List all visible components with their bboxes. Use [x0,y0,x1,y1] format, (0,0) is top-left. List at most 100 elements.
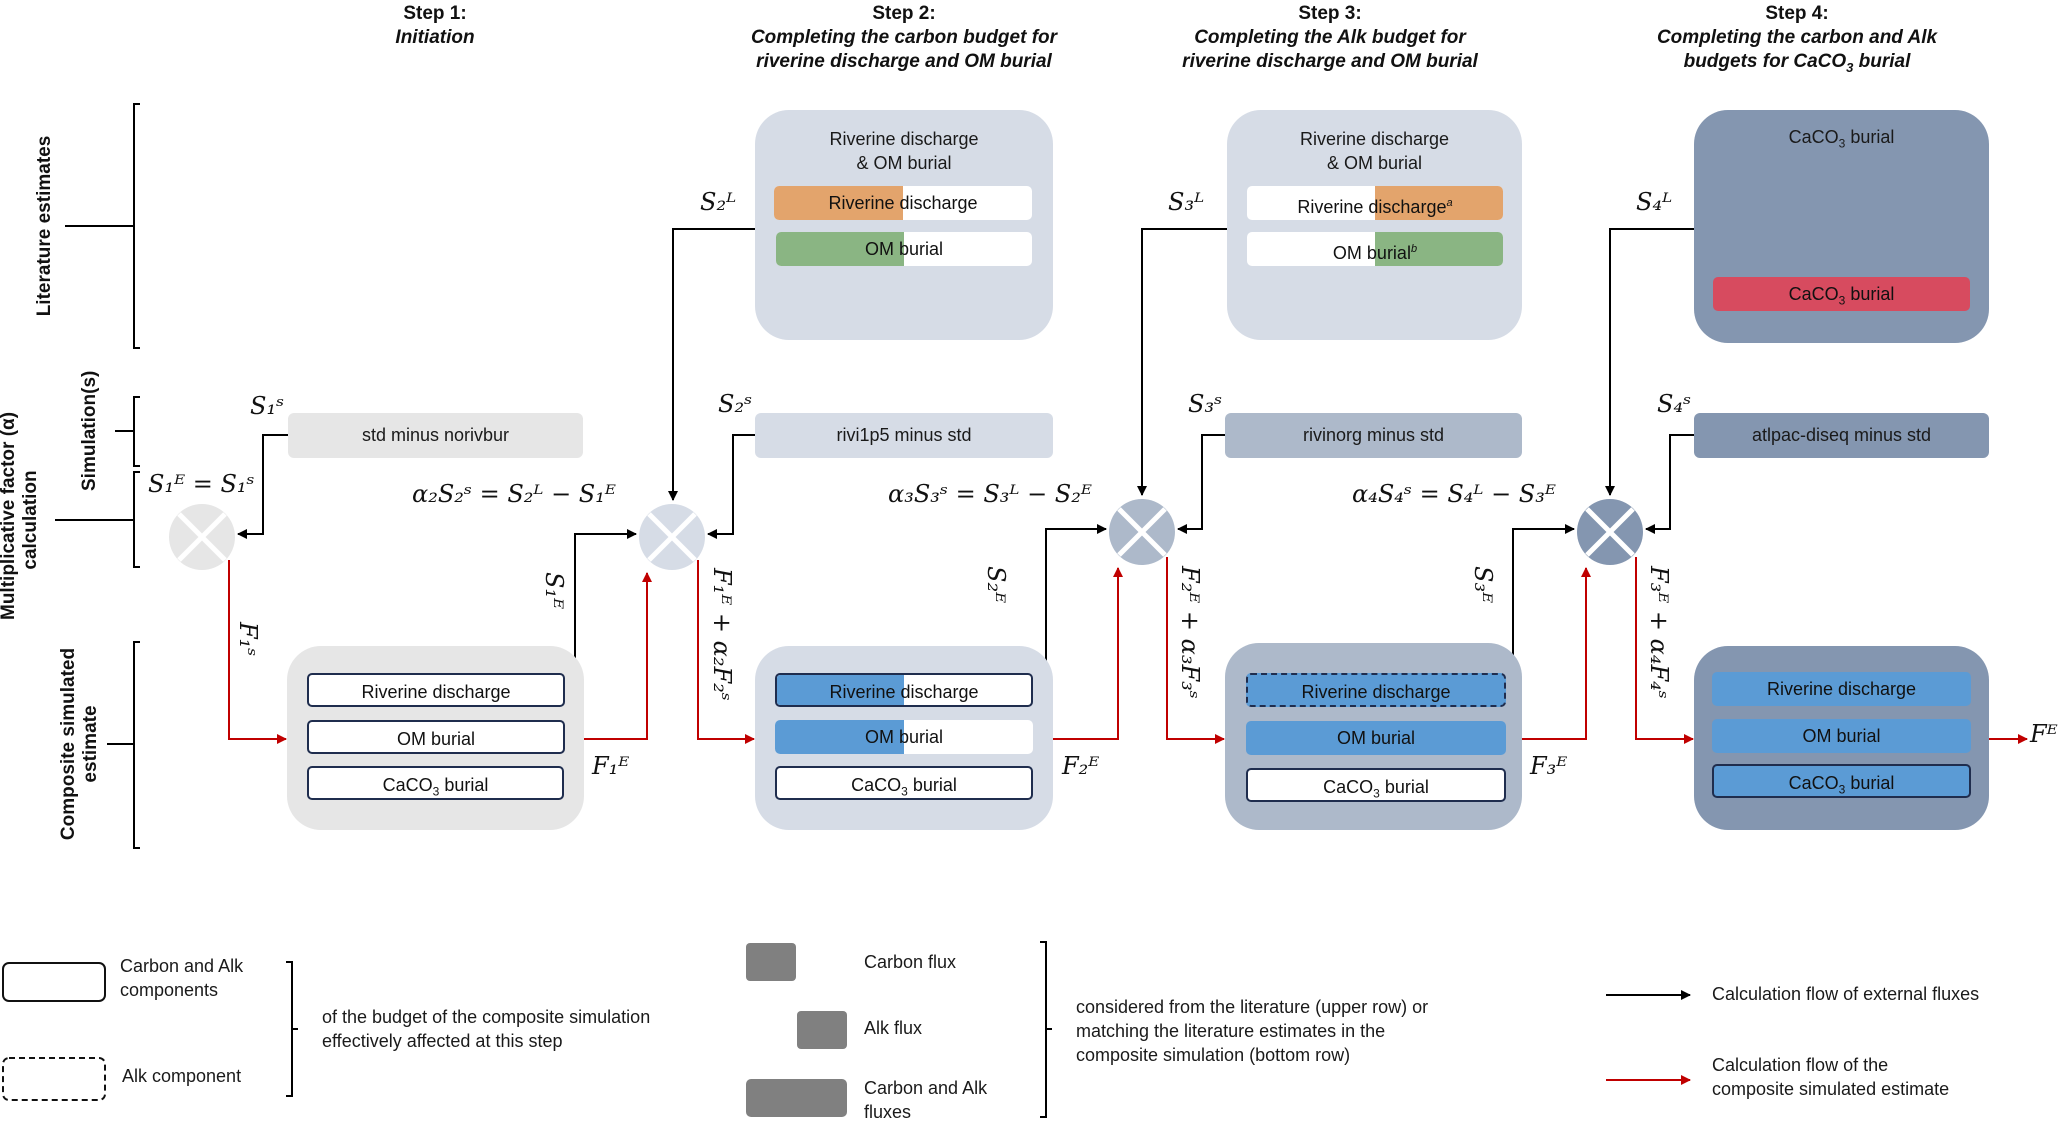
legend-alk-component-label: Alk component [122,1066,242,1086]
step-2-subtitle-line1: Completing the carbon budget for [750,27,1058,48]
equation-step1: S₁ᴱ = S₁ˢ [148,470,255,498]
simulation-box-step2: rivi1p5 minus std [755,413,1053,458]
label-s1e: S₁ᴱ [540,572,568,610]
legend-carbon-flux-label: Carbon flux [864,952,957,972]
arrow-f2e [1053,567,1123,740]
literature-box-step3-title-line2: & OM burial [1326,153,1423,173]
legend-alk-flux-swatch [797,1011,847,1049]
label-f1s: F₁ˢ [234,622,262,657]
composite-bar-caco3-burial: CaCO3 burial [1712,764,1971,798]
label-s3l: S₃ᴸ [1168,188,1205,216]
step-4-subtitle-line2: budgets for CaCO3 burial [1683,51,1911,75]
step-4-header: Step 4: Completing the carbon and Alk bu… [1587,2,2007,80]
arrow-flow4 [1635,557,1694,744]
arrow-s4l [1605,228,1694,496]
step-1-header: Step 1: Initiation [225,2,645,50]
composite-bar-caco3-burial: CaCO3 burial [307,766,564,800]
label-flow3: F₂ᴱ + α₃F₃ˢ [1176,566,1204,699]
label-fe: Fᴱ [2030,720,2058,748]
step-2-header: Step 2: Completing the carbon budget for… [694,2,1114,74]
composite-bar-om-burial: OM burial [1712,719,1971,753]
arrow-s1s [237,434,288,539]
literature-box-step3-title-line1: Riverine discharge [1299,129,1450,149]
label-s2s: S₂ˢ [718,390,753,418]
label-f1e: F₁ᴱ [592,752,630,780]
label-s1s: S₁ˢ [250,392,285,420]
literature-bar-riverine-discharge: Riverine discharge [774,186,1032,220]
label-s2l: S₂ᴸ [700,188,737,216]
arrow-s4s [1645,434,1694,534]
legend-bracket-1 [286,961,298,1097]
literature-bar-om-burial-alk: OM burialb [1247,232,1503,266]
step-3-title: Step 3: [1298,3,1362,24]
equation-step3: α₃S₃ˢ = S₃ᴸ − S₂ᴱ [888,480,1092,508]
composite-bar-riverine-discharge: Riverine discharge [307,673,565,707]
composite-bar-caco3-burial: CaCO3 burial [1246,768,1506,802]
legend-components-label: Carbon and Alk components [120,956,244,1000]
arrow-s3l [1137,228,1227,496]
carbon-flux-fill [775,720,904,754]
label-f3e: F₃ᴱ [1530,752,1568,780]
alk-flux-fill [1375,232,1503,266]
carbon-flux-fill [777,675,904,705]
label-flow2: F₁ᴱ + α₂F₂ˢ [708,568,736,701]
legend-bracket-2 [1040,941,1052,1118]
literature-bar-caco3-burial: CaCO3 burial [1713,277,1970,311]
label-f2e: F₂ᴱ [1062,752,1100,780]
composite-bar-riverine-discharge: Riverine discharge [775,673,1033,707]
step-3-header: Step 3: Completing the Alk budget for ri… [1120,2,1540,74]
combiner-circle-4 [1577,499,1643,565]
literature-box-step2-title-line2: & OM burial [856,153,952,173]
arrow-f1e [584,572,652,740]
row-label-composite-line1: Composite simulated [58,647,79,841]
row-label-simulations: Simulation(s) [79,370,100,491]
composite-bar-riverine-discharge: Riverine discharge [1246,673,1506,707]
combiner-circle-1 [169,504,235,570]
composite-box-step2: Riverine discharge OM burial CaCO3 buria… [755,646,1053,830]
label-flow4: F₃ᴱ + α₄F₄ˢ [1645,566,1673,699]
row-label-multiplicative: Multiplicative factor (α) calculation [0,412,42,620]
bracket-composite [107,641,140,849]
alk-flux-fill [1375,186,1503,220]
step-4-subtitle-line1: Completing the carbon and Alk [1656,27,1938,48]
carbon-flux-fill [776,232,904,266]
row-brackets [55,103,140,849]
label-s2e: S₂ᴱ [982,566,1010,604]
legend-considered-text: considered from the literature (upper ro… [1076,997,1429,1065]
row-label-composite-line2: estimate [80,705,101,783]
legend-solid-box [2,962,106,1002]
legend-budget-text: of the budget of the composite simulatio… [322,1007,651,1051]
arrow-s2s [707,434,755,539]
arrow-s3s [1177,434,1225,534]
legend-carbon-alk-fluxes-label: Carbon and Alk fluxes [864,1078,988,1122]
arrow-f3e [1522,567,1591,740]
legend-carbon-alk-swatch [746,1079,847,1117]
legend-dashed-box [2,1057,106,1101]
step-3-subtitle-line1: Completing the Alk budget for [1194,27,1466,48]
label-s3s: S₃ˢ [1188,390,1223,418]
step-4-title: Step 4: [1765,3,1829,24]
row-label-multiplicative-line2: calculation [20,470,41,570]
arrow-f1s [228,560,287,744]
literature-box-step3: Riverine discharge & OM burial Riverine … [1227,110,1522,340]
composite-bar-om-burial: OM burial [775,720,1033,754]
combiner-circle-2 [639,504,705,570]
arrow-s2l [668,228,755,501]
label-s3e: S₃ᴱ [1469,566,1497,604]
legend-red-arrow-label: Calculation flow of the composite simula… [1712,1055,1950,1099]
row-label-literature: Literature estimates [34,135,55,317]
step-1-subtitle: Initiation [395,27,475,48]
row-label-composite: Composite simulated estimate [58,644,102,844]
equation-step4: α₄S₄ˢ = S₄ᴸ − S₃ᴱ [1352,480,1556,508]
composite-box-step3: Riverine discharge OM burial CaCO3 buria… [1225,643,1522,830]
composite-bar-om-burial: OM burial [307,720,565,754]
simulation-box-step1: std minus norivbur [288,413,583,458]
legend-alk-flux-label: Alk flux [864,1018,923,1038]
bracket-multiplicative [55,471,140,568]
bracket-simulations [115,396,140,467]
carbon-flux-fill [774,186,903,220]
composite-bar-riverine-discharge: Riverine discharge [1712,672,1971,706]
step-2-title: Step 2: [872,3,936,24]
composite-bar-caco3-burial: CaCO3 burial [775,766,1033,800]
